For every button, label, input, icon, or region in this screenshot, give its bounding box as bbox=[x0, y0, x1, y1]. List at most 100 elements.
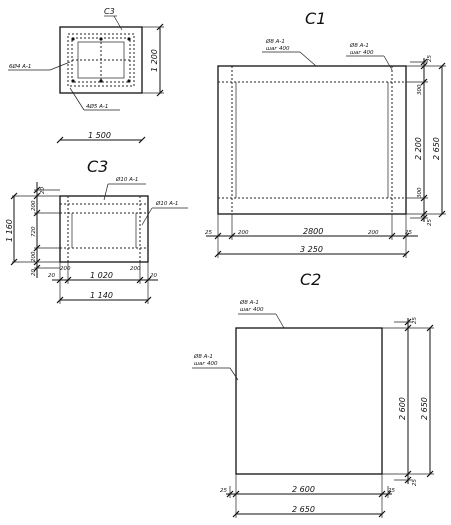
dim-tick bbox=[10, 192, 18, 200]
dim-tick bbox=[426, 324, 434, 332]
c1-title: C1 bbox=[305, 9, 326, 28]
leader-rebar-bottom bbox=[69, 87, 85, 111]
c2-v-25-bot: 25 bbox=[412, 479, 418, 486]
dim-tick bbox=[156, 89, 164, 97]
rebar-dot bbox=[99, 37, 103, 41]
c1-rebar-b-label: Ø8 A-1 bbox=[349, 42, 369, 49]
dim-tick bbox=[420, 62, 428, 70]
c1-rebar-a-label: Ø8 A-1 bbox=[265, 38, 285, 45]
leader-c1-b bbox=[383, 55, 393, 71]
dim-tick bbox=[232, 510, 240, 518]
rebar-dot bbox=[71, 79, 75, 83]
c1-h-25-left: 25 bbox=[205, 230, 212, 236]
c3-w-20-left: 20 bbox=[48, 273, 55, 279]
c2-h-2600: 2 600 bbox=[292, 485, 315, 494]
c2-v-2600: 2 600 bbox=[398, 397, 407, 420]
dim-tick bbox=[404, 470, 412, 478]
c1-rebar-b-sub: шаг 400 bbox=[350, 50, 374, 56]
section-c3-label: C3 bbox=[104, 7, 115, 16]
section-view: C3 6Ø4 A-1 4Ø5 A-1 1 500 1 200 bbox=[8, 7, 164, 144]
dim-tick bbox=[56, 276, 64, 284]
c3-w-mid: 1 020 bbox=[90, 271, 113, 280]
c1-v-25-top: 25 bbox=[427, 55, 433, 62]
dim-tick bbox=[214, 250, 222, 258]
c1-v-total: 2 650 bbox=[432, 137, 441, 160]
dim-tick bbox=[438, 62, 446, 70]
c1-rebar-a-sub: шаг 400 bbox=[266, 46, 290, 52]
dim-tick bbox=[138, 136, 146, 144]
dim-tick bbox=[404, 324, 412, 332]
c2-rebar-left-sub: шаг 400 bbox=[194, 361, 218, 367]
dim-tick bbox=[378, 490, 386, 498]
dim-tick bbox=[420, 210, 428, 218]
c2-outer bbox=[235, 327, 383, 475]
c1-v-300-bot: 300 bbox=[417, 187, 423, 198]
c2-v-total: 2 650 bbox=[420, 397, 429, 420]
c3-h-total: 1 160 bbox=[5, 219, 14, 242]
dim-tick bbox=[388, 232, 396, 240]
c1-v-300-top: 300 bbox=[417, 84, 423, 95]
dim-tick bbox=[56, 296, 64, 304]
dim-tick bbox=[214, 232, 222, 240]
dim-tick bbox=[156, 23, 164, 31]
section-width-label: 1 500 bbox=[88, 131, 111, 140]
c3-w-200-left: 200 bbox=[60, 266, 71, 272]
c1-view: C1 Ø8 A-1 шаг 400 Ø8 A-1 шаг 400 25 bbox=[205, 9, 446, 258]
dim-tick bbox=[144, 276, 152, 284]
dim-tick bbox=[144, 296, 152, 304]
dim-tick bbox=[226, 490, 234, 498]
dim-tick bbox=[404, 476, 412, 484]
c1-outer bbox=[217, 65, 407, 215]
c1-v-25-bot: 25 bbox=[427, 219, 433, 226]
c2-v-25-top: 25 bbox=[412, 317, 418, 324]
c3-rebar-top-label: Ø10 A-1 bbox=[115, 176, 138, 183]
dim-tick bbox=[420, 58, 428, 66]
dim-tick bbox=[33, 244, 41, 252]
c3-w-20-right: 20 bbox=[150, 273, 157, 279]
c3-w-200-right: 200 bbox=[130, 266, 141, 272]
dim-tick bbox=[420, 78, 428, 86]
rebar-dot bbox=[127, 79, 131, 83]
c2-h-25-left: 25 bbox=[220, 488, 227, 494]
c2-h-total: 2 650 bbox=[292, 505, 315, 514]
dim-tick bbox=[64, 276, 72, 284]
c1-h-2800: 2800 bbox=[303, 227, 323, 236]
dim-tick bbox=[33, 186, 41, 194]
section-outer bbox=[59, 26, 143, 94]
leader-c2-top bbox=[275, 313, 285, 329]
dim-tick bbox=[438, 210, 446, 218]
rebar-dot bbox=[71, 37, 75, 41]
leader-c3-right bbox=[141, 207, 153, 226]
c3-rebar-right-label: Ø10 A-1 bbox=[155, 200, 178, 207]
section-rebar-left-label: 6Ø4 A-1 bbox=[9, 63, 31, 70]
dim-tick bbox=[33, 264, 41, 272]
c1-h-total: 3 250 bbox=[300, 245, 323, 254]
dim-tick bbox=[56, 136, 64, 144]
dim-tick bbox=[232, 490, 240, 498]
dim-tick bbox=[378, 510, 386, 518]
dim-tick bbox=[420, 214, 428, 222]
dim-tick bbox=[402, 232, 410, 240]
c3-w-total: 1 140 bbox=[90, 291, 113, 300]
leader-c2-left bbox=[229, 367, 239, 381]
c3-title: C3 bbox=[87, 157, 108, 176]
dim-tick bbox=[404, 318, 412, 326]
dim-tick bbox=[426, 470, 434, 478]
c2-title: C2 bbox=[300, 270, 321, 289]
c2-h-25-right: 25 bbox=[388, 488, 395, 494]
c1-h-25-right: 25 bbox=[405, 230, 412, 236]
dim-tick bbox=[420, 194, 428, 202]
c1-v-2200: 2 200 bbox=[414, 137, 423, 160]
dim-tick bbox=[33, 209, 41, 217]
rebar-dot bbox=[99, 79, 103, 83]
dim-tick bbox=[384, 490, 392, 498]
c2-rebar-top-label: Ø8 A-1 bbox=[239, 299, 259, 306]
leader-rebar-left bbox=[49, 61, 71, 71]
c3-h-seg-top: 200 bbox=[31, 200, 37, 211]
dim-tick bbox=[402, 250, 410, 258]
c3-h-cover-bot: 20 bbox=[31, 269, 37, 276]
c3-h-mid: 720 bbox=[31, 226, 37, 237]
dim-tick bbox=[33, 192, 41, 200]
section-height-label: 1 200 bbox=[150, 49, 159, 72]
